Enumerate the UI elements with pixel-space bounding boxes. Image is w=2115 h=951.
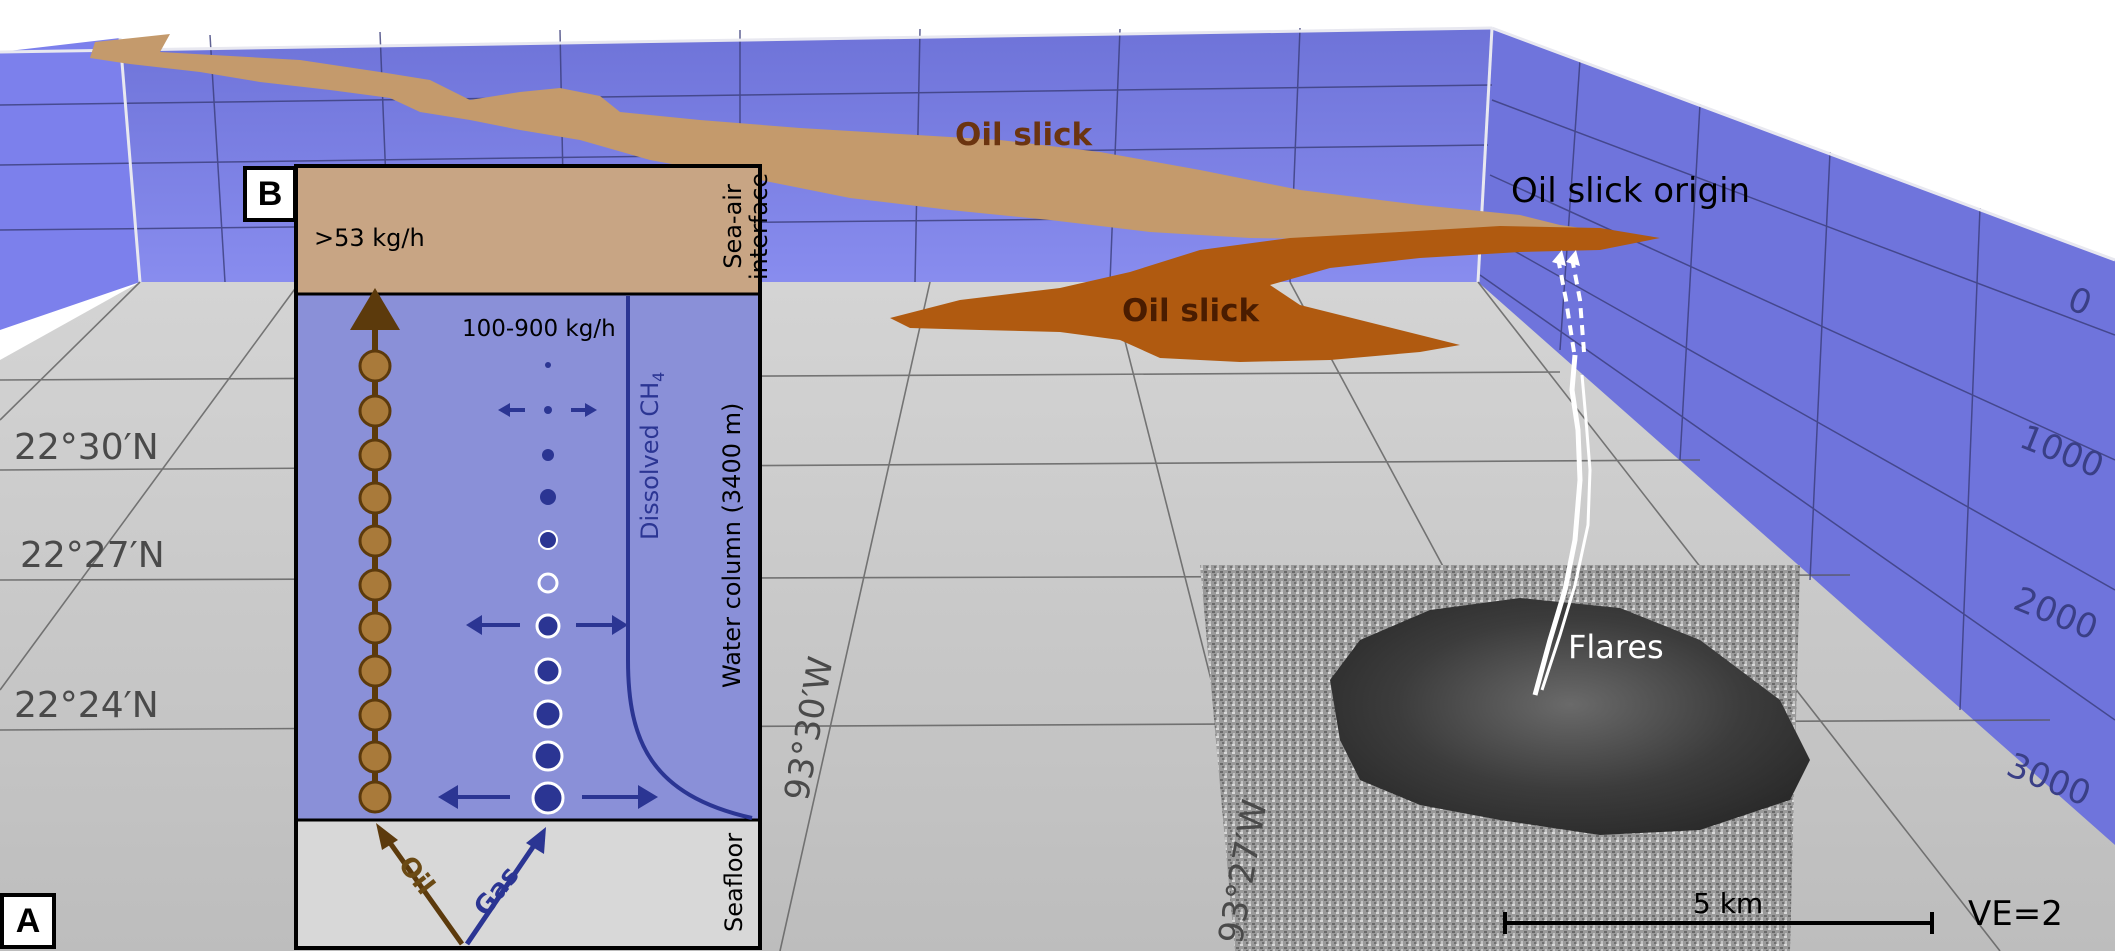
panel-b-box — [294, 164, 762, 950]
gas-flux-label: 100-900 kg/h — [462, 316, 616, 342]
vertical-exaggeration-label: VE=2 — [1968, 894, 2063, 934]
oil-slick-origin-label: Oil slick origin — [1511, 171, 1751, 211]
oil-slick-label-2: Oil slick — [1122, 293, 1260, 329]
left-wall — [0, 38, 140, 330]
dissolved-ch4-curve — [626, 296, 753, 820]
sea-air-interface-label: Sea-air interface — [719, 172, 774, 280]
oil-slick-orange — [890, 226, 1660, 362]
water-column-label: Water column (3400 m) — [718, 402, 746, 688]
gas-bubbles — [531, 362, 565, 815]
oil-slick-tan — [90, 34, 1650, 250]
scale-bar — [1503, 912, 1934, 934]
latitude-label-2: 22°27′N — [20, 535, 165, 576]
right-wall — [1478, 28, 2115, 845]
latitude-label-3: 22°24′N — [14, 685, 159, 726]
panel-b-letter: B — [243, 166, 297, 222]
flares-label: Flares — [1568, 628, 1664, 666]
scale-bar-label: 5 km — [1693, 887, 1764, 920]
seafloor-label: Seafloor — [720, 832, 748, 932]
dissolved-ch4-label: Dissolved CH4 — [636, 371, 668, 540]
flares-plume — [1532, 250, 1592, 696]
panel-a-letter: A — [0, 893, 56, 949]
oil-slick-label-1: Oil slick — [955, 117, 1093, 153]
oil-bead-chain — [350, 288, 400, 814]
source-arrows — [376, 823, 546, 946]
latitude-label-1: 22°30′N — [14, 427, 159, 468]
sea-air-flux-label: >53 kg/h — [314, 224, 425, 252]
dissolution-arrows — [438, 403, 658, 809]
mound — [1330, 598, 1810, 835]
